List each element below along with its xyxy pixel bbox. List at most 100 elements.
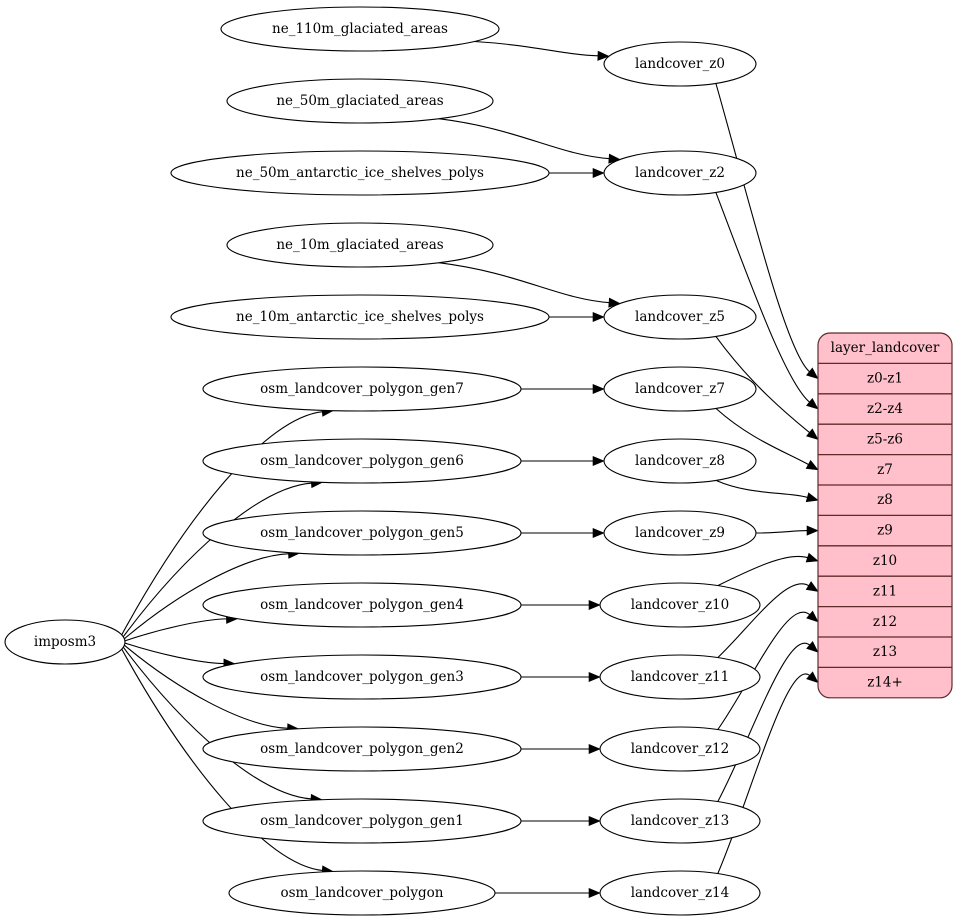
edge-lz13-to-row9 xyxy=(717,641,819,802)
table-row-label: z10 xyxy=(873,553,897,569)
table-row-label: z5-z6 xyxy=(867,431,903,447)
edge-arrowhead xyxy=(805,492,819,503)
edge-arrowhead xyxy=(592,311,605,323)
node-label: landcover_z9 xyxy=(635,525,725,541)
edge-arrowhead xyxy=(805,459,819,471)
node-gen4[interactable]: osm_landcover_polygon_gen4 xyxy=(202,582,522,628)
node-lz8[interactable]: landcover_z8 xyxy=(603,438,757,484)
edge-lz10-to-row6 xyxy=(717,552,819,587)
node-lz7[interactable]: landcover_z7 xyxy=(603,366,757,412)
table-row-label: z0-z1 xyxy=(867,371,903,387)
edge-gen0-to-lz14 xyxy=(494,887,601,899)
node-gen2[interactable]: osm_landcover_polygon_gen2 xyxy=(202,726,522,772)
node-gen6[interactable]: osm_landcover_polygon_gen6 xyxy=(202,438,522,484)
node-label: osm_landcover_polygon_gen6 xyxy=(260,453,464,469)
node-lz11[interactable]: landcover_z11 xyxy=(599,654,761,700)
edge-lz2-to-row1 xyxy=(715,192,819,410)
node-ne10aisp[interactable]: ne_10m_antarctic_ice_shelves_polys xyxy=(170,294,550,340)
table-row-label: z8 xyxy=(877,492,893,508)
edge-arrowhead xyxy=(806,397,819,410)
edge-arrowhead xyxy=(588,815,601,827)
edge-arrowhead xyxy=(592,383,605,395)
node-gen1[interactable]: osm_landcover_polygon_gen1 xyxy=(202,798,522,844)
edge-gen5-to-lz9 xyxy=(521,527,605,539)
node-imposm3[interactable]: imposm3 xyxy=(4,619,126,665)
edge-arrowhead xyxy=(592,455,605,467)
node-label: landcover_z0 xyxy=(635,56,725,72)
node-gen0[interactable]: osm_landcover_polygon xyxy=(228,870,496,916)
node-label: landcover_z7 xyxy=(635,381,725,397)
table-row-label: z9 xyxy=(877,523,893,539)
edge-gen4-to-lz10 xyxy=(521,599,601,611)
edge-imposm3-to-gen3 xyxy=(124,642,236,669)
node-label: landcover_z8 xyxy=(635,453,725,469)
edge-lz11-to-row7 xyxy=(717,581,819,659)
edge-arrowhead xyxy=(588,743,601,755)
node-lz14[interactable]: landcover_z14 xyxy=(599,870,761,916)
edge-lz5-to-row2 xyxy=(715,336,819,440)
node-label: landcover_z10 xyxy=(631,597,730,613)
node-label: landcover_z13 xyxy=(631,813,730,829)
edge-arrowhead xyxy=(806,671,819,684)
edge-arrowhead xyxy=(806,367,819,380)
edge-gen7-to-lz7 xyxy=(521,383,605,395)
table-row-label: z11 xyxy=(873,583,897,599)
node-lz12[interactable]: landcover_z12 xyxy=(599,726,761,772)
edge-gen3-to-lz11 xyxy=(521,671,601,683)
node-label: landcover_z5 xyxy=(635,309,725,325)
edge-lz7-to-row3 xyxy=(715,407,819,471)
node-lz10[interactable]: landcover_z10 xyxy=(599,582,761,628)
table-row-label: z12 xyxy=(873,614,897,630)
edge-arrowhead xyxy=(588,671,601,683)
node-ne50ga[interactable]: ne_50m_glaciated_areas xyxy=(226,78,494,124)
node-label: osm_landcover_polygon xyxy=(281,885,444,901)
edge-lz0-to-row0 xyxy=(715,83,819,380)
edge-arrowhead xyxy=(805,581,819,592)
table-row-label: z13 xyxy=(873,644,897,660)
node-gen7[interactable]: osm_landcover_polygon_gen7 xyxy=(202,366,522,412)
table-row-label: z7 xyxy=(877,462,893,478)
edge-arrowhead xyxy=(806,641,819,653)
node-label: landcover_z11 xyxy=(631,669,730,685)
node-lz2[interactable]: landcover_z2 xyxy=(603,150,757,196)
edge-gen6-to-lz8 xyxy=(521,455,605,467)
edge-arrowhead xyxy=(592,527,605,539)
node-label: ne_10m_antarctic_ice_shelves_polys xyxy=(236,309,484,325)
node-gen3[interactable]: osm_landcover_polygon_gen3 xyxy=(202,654,522,700)
node-ne50aisp[interactable]: ne_50m_antarctic_ice_shelves_polys xyxy=(170,150,550,196)
edge-ne110ga-to-lz0 xyxy=(474,40,610,61)
node-gen5[interactable]: osm_landcover_polygon_gen5 xyxy=(202,510,522,556)
node-lz13[interactable]: landcover_z13 xyxy=(599,798,761,844)
edge-lz8-to-row4 xyxy=(715,479,819,503)
node-label: imposm3 xyxy=(34,634,96,650)
edge-gen1-to-lz13 xyxy=(521,815,601,827)
table-row-label: z14+ xyxy=(867,675,903,691)
edge-arrowhead xyxy=(597,50,610,61)
edge-lz14-to-row10 xyxy=(717,671,819,874)
node-lz0[interactable]: landcover_z0 xyxy=(603,41,757,87)
node-label: osm_landcover_polygon_gen7 xyxy=(260,381,464,397)
node-label: osm_landcover_polygon_gen5 xyxy=(260,525,464,541)
edge-ne50aisp-to-lz2 xyxy=(549,167,605,179)
edge-ne10aisp-to-lz5 xyxy=(549,311,605,323)
node-label: ne_50m_glaciated_areas xyxy=(276,93,443,109)
edge-arrowhead xyxy=(806,610,819,623)
edge-arrowhead xyxy=(806,428,819,440)
layer-landcover-table[interactable]: layer_landcoverz0-z1z2-z4z5-z6z7z8z9z10z… xyxy=(817,332,953,699)
node-label: osm_landcover_polygon_gen4 xyxy=(260,597,464,613)
node-label: ne_50m_antarctic_ice_shelves_polys xyxy=(236,165,484,181)
node-ne10ga[interactable]: ne_10m_glaciated_areas xyxy=(226,222,494,268)
node-label: osm_landcover_polygon_gen3 xyxy=(260,669,464,685)
node-lz5[interactable]: landcover_z5 xyxy=(603,294,757,340)
edge-arrowhead xyxy=(588,887,601,899)
node-ne110ga[interactable]: ne_110m_glaciated_areas xyxy=(220,6,500,52)
node-label: osm_landcover_polygon_gen2 xyxy=(260,741,464,757)
node-label: landcover_z2 xyxy=(635,165,725,181)
nodes-layer: ne_110m_glaciated_areas ne_50m_glaciated_… xyxy=(4,6,761,916)
edge-imposm3-to-gen4 xyxy=(124,613,239,642)
node-label: ne_110m_glaciated_areas xyxy=(272,21,448,37)
node-lz9[interactable]: landcover_z9 xyxy=(603,510,757,556)
node-label: ne_10m_glaciated_areas xyxy=(276,237,443,253)
